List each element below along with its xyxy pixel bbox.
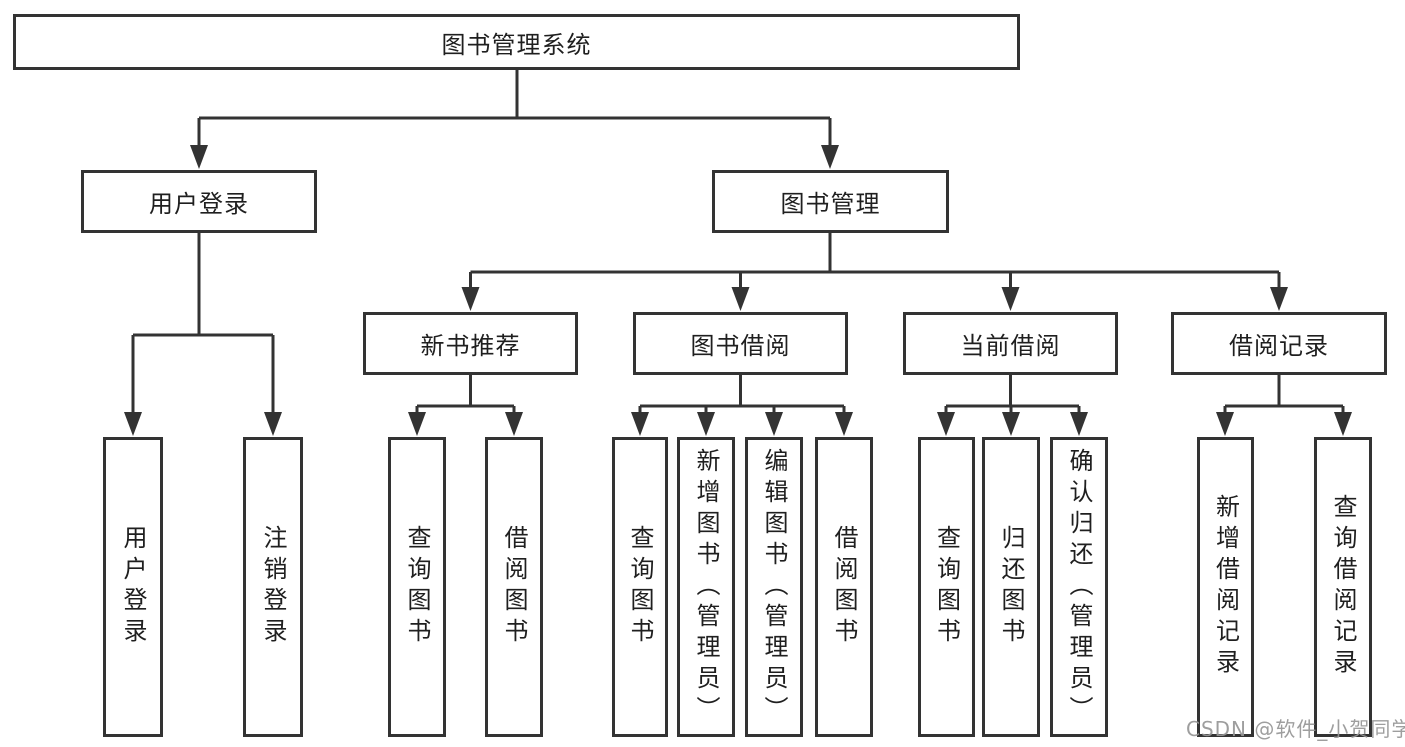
arrowhead-leaf <box>1002 412 1020 436</box>
node-current-borrow-label: 当前借阅 <box>960 332 1061 360</box>
leaf-add-book-admin: 新增图书（管理员） <box>677 437 735 737</box>
connector-book-management-to-level3 <box>469 233 1281 290</box>
node-current-borrow: 当前借阅 <box>903 312 1118 375</box>
connector-borrow-records-to-leaves <box>1223 375 1345 415</box>
arrowhead-leaf-logout <box>264 412 282 436</box>
arrowhead-leaf <box>505 412 523 436</box>
leaf-confirm-return-admin: 确认归还（管理员） <box>1050 437 1108 737</box>
leaf-query-books-1: 查询图书 <box>388 437 446 737</box>
leaf-query-books-2: 查询图书 <box>612 437 668 737</box>
arrowhead-leaf <box>408 412 426 436</box>
leaf-return-book: 归还图书 <box>982 437 1040 737</box>
leaf-borrow-books-1: 借阅图书 <box>485 437 543 737</box>
node-root: 图书管理系统 <box>13 14 1020 70</box>
arrowhead-book-borrow <box>731 287 750 311</box>
node-user-login-label: 用户登录 <box>149 190 249 218</box>
arrowhead-leaf <box>835 412 853 436</box>
connector-root-to-level2 <box>197 70 832 148</box>
node-book-management: 图书管理 <box>712 170 949 233</box>
connector-book-borrow-to-leaves <box>638 375 846 415</box>
leaf-logout: 注销登录 <box>243 437 303 737</box>
leaf-label: 编辑图书（管理员） <box>760 447 788 727</box>
arrowhead-leaf <box>1216 412 1234 436</box>
node-book-borrow-label: 图书借阅 <box>690 332 791 360</box>
arrowhead-leaf <box>631 412 649 436</box>
node-book-borrow: 图书借阅 <box>633 312 848 375</box>
arrowhead-book-management <box>821 145 839 169</box>
leaf-label: 借阅图书 <box>500 525 528 649</box>
leaf-label: 用户登录 <box>119 525 147 649</box>
arrowhead-user-login <box>190 145 208 169</box>
leaf-label: 查询借阅记录 <box>1329 494 1357 680</box>
leaf-label: 归还图书 <box>997 525 1025 649</box>
watermark: CSDN @软件_小贺同学 <box>1186 717 1405 741</box>
leaf-edit-book-admin: 编辑图书（管理员） <box>745 437 803 737</box>
connector-user-login-to-leaves <box>131 233 275 415</box>
arrowhead-leaf <box>1334 412 1352 436</box>
arrowhead-new-books <box>461 287 480 311</box>
leaf-add-borrow-record: 新增借阅记录 <box>1197 437 1254 737</box>
node-user-login: 用户登录 <box>81 170 317 233</box>
node-new-books-label: 新书推荐 <box>420 332 521 360</box>
arrowhead-leaf-login <box>124 412 142 436</box>
node-new-books: 新书推荐 <box>363 312 578 375</box>
leaf-user-login: 用户登录 <box>103 437 163 737</box>
leaf-label: 查询图书 <box>403 525 431 649</box>
node-root-label: 图书管理系统 <box>441 30 592 59</box>
connector-current-borrow-to-leaves <box>944 375 1081 415</box>
node-borrow-records: 借阅记录 <box>1171 312 1387 375</box>
node-borrow-records-label: 借阅记录 <box>1229 332 1329 360</box>
leaf-label: 借阅图书 <box>830 525 858 649</box>
connector-new-books-to-leaves <box>415 375 516 415</box>
leaf-borrow-books-2: 借阅图书 <box>815 437 873 737</box>
leaf-label: 查询图书 <box>626 525 654 649</box>
arrowhead-current-borrow <box>1001 287 1020 311</box>
arrowhead-leaf <box>937 412 955 436</box>
leaf-label: 新增图书（管理员） <box>692 447 720 727</box>
arrowhead-leaf <box>765 412 783 436</box>
arrowhead-borrow-records <box>1270 287 1288 311</box>
node-book-management-label: 图书管理 <box>780 190 881 218</box>
arrowhead-leaf <box>1070 412 1088 436</box>
leaf-label: 查询图书 <box>932 525 961 649</box>
leaf-query-books-3: 查询图书 <box>918 437 975 737</box>
leaf-label: 注销登录 <box>259 525 287 649</box>
leaf-label: 确认归还（管理员） <box>1065 447 1093 727</box>
arrowhead-leaf <box>697 412 715 436</box>
leaf-query-borrow-record: 查询借阅记录 <box>1314 437 1372 737</box>
leaf-label: 新增借阅记录 <box>1211 494 1240 680</box>
